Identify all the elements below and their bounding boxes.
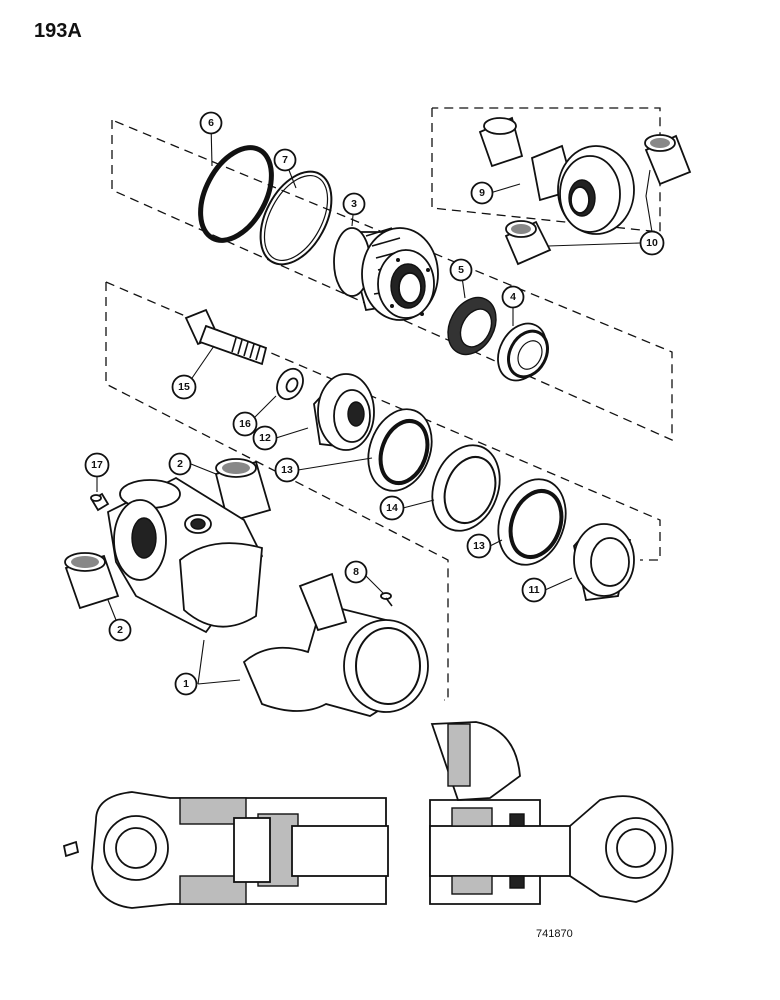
part-15-bolt [184, 308, 268, 366]
svg-text:13: 13 [473, 540, 485, 552]
callout-5: 5 [449, 258, 473, 282]
svg-text:2: 2 [177, 458, 183, 470]
callout-15: 15 [171, 374, 197, 400]
part-9-rod-eye [478, 116, 635, 235]
part-8-screw [380, 592, 393, 607]
svg-text:12: 12 [259, 432, 271, 444]
svg-text:15: 15 [178, 381, 190, 393]
svg-text:16: 16 [239, 418, 251, 430]
svg-text:9: 9 [479, 187, 485, 199]
svg-text:6: 6 [208, 117, 214, 129]
group-outline-head-seals [111, 119, 673, 442]
callout-1: 1 [174, 672, 198, 696]
part-7-backup-ring [259, 170, 333, 266]
svg-text:1: 1 [183, 678, 189, 690]
callout-3: 3 [342, 192, 366, 216]
part-10-bushing-lower [504, 220, 552, 266]
assembled-cross-section [62, 721, 674, 909]
callout-4: 4 [501, 285, 525, 309]
callout-17: 17 [84, 452, 110, 478]
svg-text:14: 14 [386, 502, 398, 514]
callout-7: 7 [273, 148, 297, 172]
callout-10: 10 [639, 230, 665, 256]
callout-2-lower: 2 [108, 618, 132, 642]
callout-16: 16 [232, 411, 258, 437]
drawing-number: 741870 [536, 928, 573, 940]
svg-text:13: 13 [281, 464, 293, 476]
callout-12: 12 [252, 425, 278, 451]
callout-6: 6 [199, 111, 223, 135]
part-4-wiper [497, 322, 549, 382]
callout-13-lower: 13 [466, 533, 492, 559]
svg-text:2: 2 [117, 624, 123, 636]
part-13-piston-seal-lower [497, 478, 567, 566]
callout-8: 8 [344, 560, 368, 584]
svg-text:5: 5 [458, 264, 464, 276]
part-14-wear-ring [431, 444, 501, 532]
part-10-bushing-upper [644, 134, 692, 186]
page-number: 193A [34, 20, 82, 42]
callouts: 1 2 2 3 4 5 6 7 8 9 10 11 12 13 13 14 15… [84, 111, 665, 696]
part-12-piston [313, 373, 375, 451]
callout-13-upper: 13 [274, 457, 300, 483]
svg-text:8: 8 [353, 566, 359, 578]
part-2-bushing-lower [64, 552, 120, 610]
svg-text:10: 10 [646, 237, 658, 249]
callout-2-upper: 2 [168, 452, 192, 476]
part-5-rod-seal [447, 296, 497, 356]
part-13-piston-seal-upper [367, 408, 433, 492]
part-11-piston-nut [573, 523, 635, 601]
part-17-grease-fitting [90, 492, 110, 512]
callout-11: 11 [521, 577, 547, 603]
svg-text:4: 4 [510, 291, 516, 303]
callout-9: 9 [470, 181, 494, 205]
callout-14: 14 [379, 495, 405, 521]
part-3-cylinder-head [333, 227, 439, 321]
group-outline-piston [105, 281, 661, 701]
group-outline-rod-end [431, 107, 661, 233]
part-1-barrel [242, 572, 429, 717]
svg-text:7: 7 [282, 154, 288, 166]
part-16-washer [276, 367, 304, 401]
part-6-o-ring [198, 145, 274, 243]
svg-text:3: 3 [351, 198, 357, 210]
part-1-barrel-end [107, 476, 264, 634]
svg-text:11: 11 [528, 584, 539, 596]
part-2-bushing-upper [214, 458, 272, 524]
svg-text:17: 17 [91, 459, 103, 471]
